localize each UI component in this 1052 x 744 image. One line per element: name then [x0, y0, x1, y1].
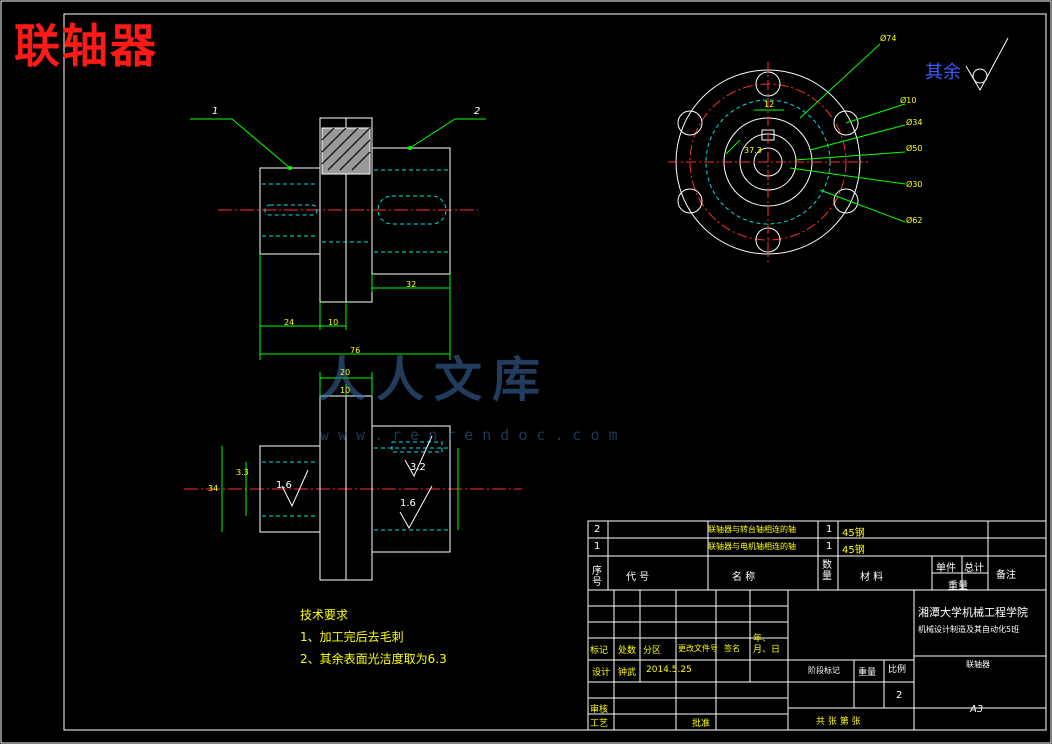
rough-3-2: 3.2 — [410, 462, 426, 473]
row-process: 工艺 — [590, 719, 609, 729]
leader-label-1: 1 — [212, 106, 219, 117]
row-scale-value: 2 — [896, 690, 903, 701]
callout-phi34: Ø34 — [906, 118, 923, 127]
callout-phi74: Ø74 — [880, 34, 897, 43]
row-design: 设计 — [592, 668, 611, 678]
inner-frame — [63, 13, 1047, 731]
part-2-name: 联轴器与转台轴相连的轴 — [708, 525, 796, 534]
row-sheets: 共 张 第 张 — [816, 717, 861, 727]
technical-notes: 技术要求 1、加工完后去毛刺 2、其余表面光洁度取为6.3 — [300, 604, 447, 670]
title-block-grid — [587, 520, 1047, 731]
row-change-doc: 更改文件号 — [678, 644, 718, 653]
part-1-material: 45钢 — [842, 545, 865, 556]
leader-label-2: 2 — [474, 106, 481, 117]
hdr-unit: 单件 — [936, 563, 956, 574]
callout-phi10: Ø10 — [900, 96, 917, 105]
row-sign: 签名 — [724, 644, 740, 653]
row-approve: 批准 — [692, 719, 711, 729]
hdr-name: 名 称 — [732, 572, 756, 583]
hdr-remark: 备注 — [996, 570, 1016, 581]
row-mark: 标记 — [590, 646, 609, 656]
dim-20: 20 — [340, 368, 351, 377]
row-review: 审核 — [590, 705, 609, 715]
dim-10b: 10 — [340, 386, 351, 395]
flange-view — [668, 43, 906, 262]
dim-24: 24 — [284, 318, 295, 327]
hdr-total: 总计 — [964, 563, 984, 574]
callout-37-3: 37.3 — [744, 146, 762, 155]
watermark-url: www.renrendoc.com — [320, 426, 627, 444]
callout-phi30: Ø30 — [906, 180, 923, 189]
hdr-no: 序号 — [592, 566, 602, 588]
dim-76: 76 — [350, 346, 361, 355]
watermark: 人人文库 — [318, 352, 551, 408]
rough-1-6a: 1.6 — [276, 480, 292, 491]
dim-32: 32 — [406, 280, 417, 289]
row-weight: 重量 — [858, 668, 877, 678]
part-2-material: 45钢 — [842, 528, 865, 539]
school-name: 湘潭大学机械工程学院 — [918, 606, 1028, 619]
roughness-symbol — [965, 37, 1009, 92]
bottom-view — [184, 372, 522, 581]
dim-10: 10 — [328, 318, 339, 327]
row-date: 年、月、日 — [753, 634, 781, 655]
course-name: 机械设计制造及其自动化5班 — [918, 625, 1020, 634]
drawing-name: 联轴器 — [966, 660, 990, 669]
hdr-material: 材 料 — [860, 572, 884, 583]
dim-34: 34 — [208, 484, 219, 493]
front-view — [190, 117, 486, 360]
row-designer: 钟武 — [618, 668, 637, 678]
hdr-qty: 数量 — [822, 560, 832, 582]
callout-phi50: Ø50 — [906, 144, 923, 153]
roughness-rest-label: 其余 — [925, 62, 961, 83]
dim-3-3: 3.3 — [236, 468, 249, 477]
part-2-qty: 1 — [826, 524, 833, 535]
rough-1-6b: 1.6 — [400, 498, 416, 509]
drawing-title: 联轴器 — [14, 19, 158, 73]
part-2-no: 2 — [594, 524, 601, 535]
row-stage-mark: 阶段标记 — [808, 666, 840, 675]
notes-heading: 技术要求 — [300, 608, 349, 622]
part-1-no: 1 — [594, 541, 601, 552]
callout-phi62: Ø62 — [906, 216, 923, 225]
row-count: 处数 — [618, 646, 637, 656]
row-scale: 比例 — [888, 665, 907, 675]
hdr-weight: 重量 — [948, 581, 968, 592]
sheet-size: A3 — [970, 704, 984, 715]
callout-12: 12 — [764, 100, 775, 109]
notes-item-1: 1、加工完后去毛刺 — [300, 630, 404, 644]
row-zone: 分区 — [643, 646, 662, 656]
row-design-date: 2014.5.25 — [646, 665, 692, 675]
roughness-circle — [972, 68, 988, 84]
part-1-qty: 1 — [826, 541, 833, 552]
notes-item-2: 2、其余表面光洁度取为6.3 — [300, 652, 447, 666]
hdr-code: 代 号 — [626, 572, 650, 583]
part-1-name: 联轴器与电机轴相连的轴 — [708, 542, 796, 551]
